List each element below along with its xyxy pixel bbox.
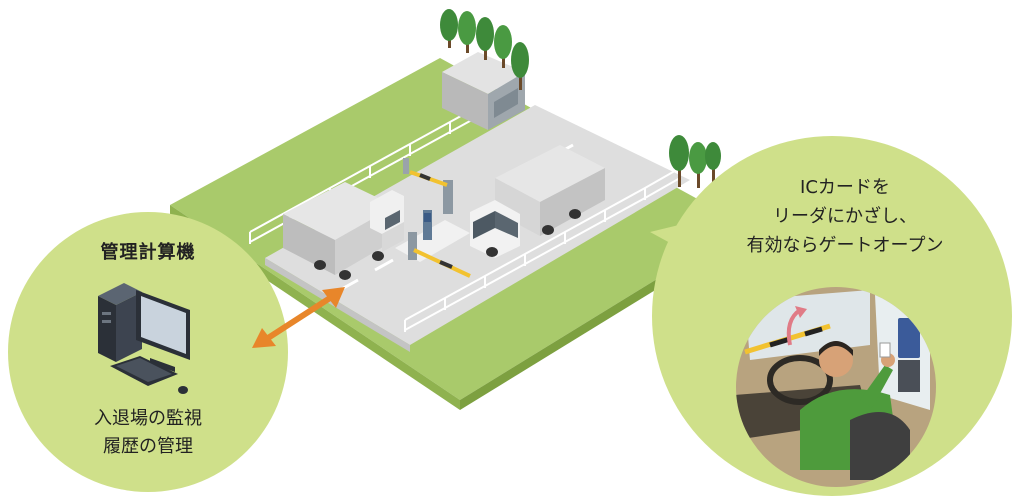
truck-left bbox=[283, 182, 404, 280]
mouse-icon bbox=[178, 386, 188, 394]
management-duty-line-2: 履歴の管理 bbox=[103, 436, 193, 457]
card-reader-post bbox=[423, 210, 432, 240]
pc-tower-icon bbox=[98, 283, 142, 362]
fence-front bbox=[404, 167, 681, 332]
ic-card-bubble bbox=[650, 136, 1012, 496]
road-side-strip bbox=[265, 258, 410, 352]
gate-barrier-front bbox=[408, 232, 471, 278]
monitor-icon bbox=[136, 290, 190, 372]
trees-back bbox=[440, 9, 529, 90]
management-bubble bbox=[8, 212, 288, 492]
management-duty-line-1: 入退場の監視 bbox=[94, 408, 202, 429]
trees-right bbox=[669, 135, 721, 188]
ic-card-caption-line-3: 有効ならゲートオープン bbox=[746, 235, 944, 256]
management-computer-title: 管理計算機 bbox=[100, 242, 196, 263]
gate-barrier-back bbox=[403, 158, 453, 214]
data-link-arrow-icon bbox=[252, 287, 345, 348]
gatehouse-building bbox=[442, 52, 525, 130]
truck-right bbox=[470, 145, 605, 258]
keyboard-icon bbox=[110, 356, 178, 386]
ic-card-caption-line-1: ICカードを bbox=[800, 177, 890, 198]
truck-cab-interior bbox=[736, 287, 936, 487]
ic-card-caption-line-2: リーダにかざし、 bbox=[773, 206, 917, 227]
